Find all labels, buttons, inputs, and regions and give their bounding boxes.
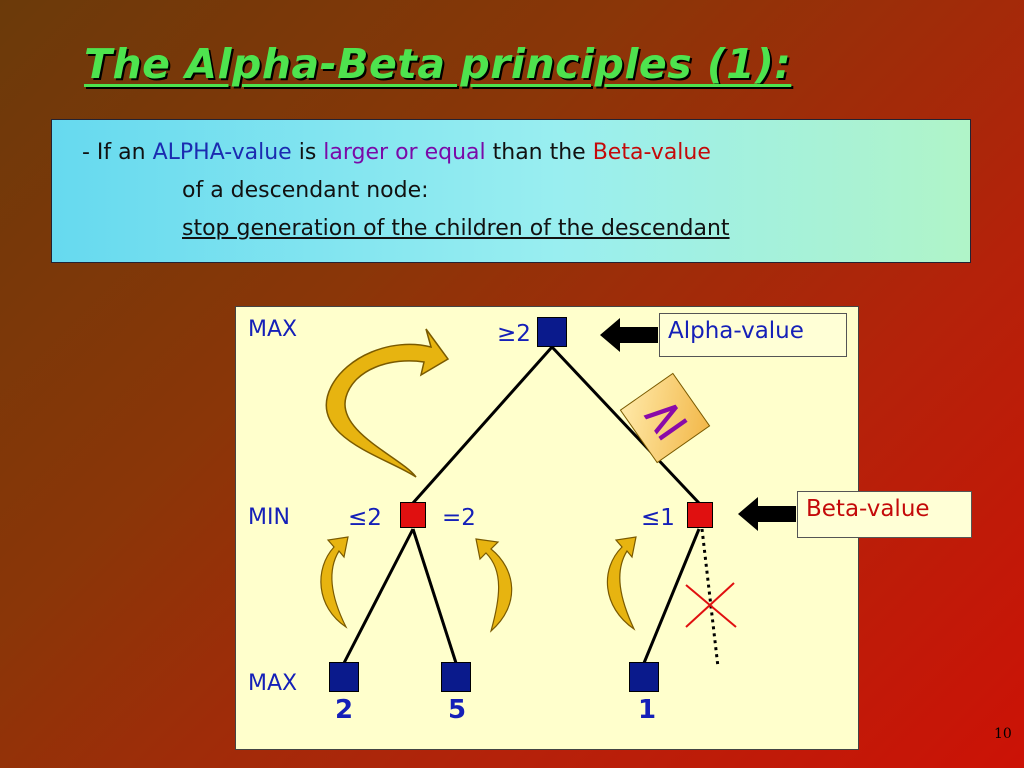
- comparison-badge: ≥: [619, 372, 711, 464]
- tree-edges: [320, 328, 737, 668]
- min-left-value: ≤2: [348, 505, 382, 531]
- rule-is: is: [298, 140, 317, 165]
- rule-alpha-term: ALPHA-value: [152, 140, 292, 165]
- root-max-node: [537, 317, 567, 347]
- edge-minleft-leaf1: [342, 528, 415, 664]
- small-curved-arrow-icon-middle: [475, 538, 513, 633]
- geq-symbol: ≥: [629, 380, 699, 454]
- small-curved-arrow-icon-right: [606, 536, 637, 631]
- rule-than-the: than the: [492, 140, 586, 165]
- beta-value-callout: Beta-value: [797, 491, 972, 538]
- alpha-pointer-arrow-icon: [600, 318, 658, 352]
- level-label-max-top: MAX: [248, 317, 298, 342]
- rule-line-3: stop generation of the children of the d…: [182, 216, 730, 241]
- leaf-value-2: 5: [448, 695, 467, 725]
- level-label-max-bottom: MAX: [248, 671, 298, 696]
- pruned-edge: [700, 528, 720, 668]
- leaf-node-2: [441, 662, 471, 692]
- root-value: ≥2: [497, 321, 531, 347]
- edge-minright-leaf3: [642, 528, 701, 664]
- slide-title: The Alpha-Beta principles (1):: [84, 40, 792, 88]
- leaf-value-3: 1: [638, 695, 657, 725]
- leaf-node-3: [629, 662, 659, 692]
- rule-prefix: - If an: [82, 140, 146, 165]
- page-number: 10: [994, 726, 1012, 742]
- min-left-node: [400, 502, 426, 528]
- alpha-value-callout: Alpha-value: [659, 313, 847, 357]
- edge-root-minleft: [411, 346, 554, 504]
- prune-cross-line-1: [685, 584, 737, 628]
- rule-line-2: of a descendant node:: [182, 178, 429, 203]
- leaf-node-1: [329, 662, 359, 692]
- min-right-node: [687, 502, 713, 528]
- prune-cross-line-2: [685, 582, 735, 628]
- edge-minleft-leaf2: [411, 528, 458, 664]
- rule-line-1: - If an ALPHA-value is larger or equal t…: [82, 140, 711, 165]
- small-curved-arrow-icon-left: [320, 536, 349, 629]
- rule-larger-or-equal: larger or equal: [323, 140, 486, 165]
- min-right-value: ≤1: [641, 505, 675, 531]
- beta-pointer-arrow-icon: [738, 497, 796, 531]
- leaf-value-1: 2: [335, 695, 354, 725]
- level-label-min: MIN: [248, 505, 290, 530]
- badge-background: [619, 372, 711, 464]
- edge-root-minright: [550, 345, 701, 505]
- rule-box: - If an ALPHA-value is larger or equal t…: [51, 119, 971, 263]
- large-curved-arrow-icon: [325, 328, 450, 478]
- min-left-eq-value: =2: [442, 505, 476, 531]
- rule-beta-term: Beta-value: [592, 140, 711, 165]
